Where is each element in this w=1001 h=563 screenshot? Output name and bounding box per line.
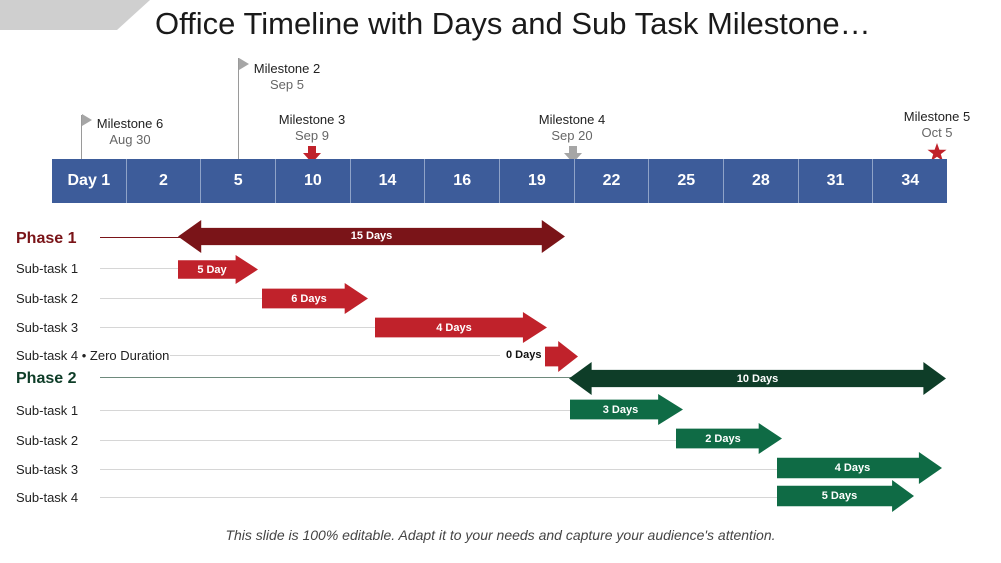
phase-1-connector (100, 237, 182, 238)
day-cell: 22 (575, 159, 650, 203)
phase-1-subtask-3-arrow: 4 Days (375, 312, 547, 343)
milestone-name: Milestone 4 (538, 112, 606, 127)
milestone-name: Milestone 6 (96, 116, 164, 131)
phase-2-duration: 10 Days (736, 372, 779, 385)
milestone-4-down-arrow-icon (564, 146, 582, 163)
phase-2-subtask-2-arrow: 2 Days (676, 423, 782, 454)
phase-2-subtask-4-arrow: 5 Days (777, 480, 914, 512)
phase-1-subtask-4-label: Sub-task 4 • Zero Duration (16, 348, 170, 363)
phase-1-subtask-2-arrow: 6 Days (262, 283, 368, 314)
milestone-5: Milestone 5 Oct 5 (895, 109, 979, 141)
milestone-2-flag-icon (239, 58, 249, 70)
day-cell: 34 (901, 172, 920, 189)
phase-2-subtask-2-label: Sub-task 2 (16, 433, 79, 448)
phase-2-duration-arrow: 10 Days (569, 362, 946, 395)
row-guide (100, 410, 570, 411)
phase-1-subtask-1-arrow: 5 Day (178, 255, 258, 284)
milestone-date: Sep 9 (295, 128, 329, 143)
corner-decoration (0, 0, 150, 30)
phase-2-label: Phase 2 (16, 370, 77, 387)
milestone-6-pole (81, 115, 82, 159)
row-guide (100, 268, 180, 269)
milestone-4: Milestone 4 Sep 20 (532, 112, 612, 144)
phase-1-subtask-2-label: Sub-task 2 (16, 291, 79, 306)
milestone-date: Aug 30 (109, 132, 151, 147)
day-cell: 28 (724, 159, 799, 203)
phase-1-subtask-4-duration: 0 Days (506, 349, 542, 361)
milestone-date: Oct 5 (921, 125, 953, 140)
milestone-2: Milestone 2 Sep 5 (247, 61, 327, 93)
footer-note: This slide is 100% editable. Adapt it to… (225, 527, 776, 543)
milestone-2-pole (238, 58, 239, 159)
milestone-name: Milestone 5 (903, 109, 971, 124)
row-guide (100, 469, 777, 470)
phase-2-subtask-4-label: Sub-task 4 (16, 490, 79, 505)
day-cell: 19 (500, 159, 575, 203)
phase-2-subtask-1-arrow: 3 Days (570, 394, 683, 425)
milestone-date: Sep 20 (551, 128, 593, 143)
slide-title: Office Timeline with Days and Sub Task M… (155, 6, 871, 41)
milestone-6: Milestone 6 Aug 30 (90, 116, 170, 148)
phase-1-duration-arrow: 15 Days (178, 220, 565, 253)
day-cell: 31 (799, 159, 874, 203)
subtask-duration: 4 Days (436, 321, 472, 334)
day-cell: 14 (351, 159, 426, 203)
subtask-duration: 5 Days (821, 490, 858, 502)
day-cell: 5 (201, 159, 277, 203)
row-guide (100, 298, 262, 299)
row-guide (100, 440, 676, 441)
milestone-5-star-icon (927, 143, 947, 161)
phase-1-subtask-3-label: Sub-task 3 (16, 320, 79, 335)
phase-2-subtask-3-arrow: 4 Days (777, 452, 942, 484)
day-scale-bar: Day 1 2 5 10 14 16 19 22 25 28 31 34 (52, 159, 947, 203)
row-guide (170, 355, 500, 356)
subtask-duration: 5 Day (197, 263, 227, 276)
milestone-date: Sep 5 (270, 77, 304, 92)
day-cell: 10 (276, 159, 351, 203)
milestone-3-down-arrow-icon (303, 146, 321, 163)
row-guide (100, 497, 777, 498)
phase-2-connector (100, 377, 572, 378)
phase-1-subtask-1-label: Sub-task 1 (16, 261, 79, 276)
milestone-3: Milestone 3 Sep 9 (272, 112, 352, 144)
row-guide (100, 327, 375, 328)
milestone-name: Milestone 2 (253, 61, 321, 76)
subtask-duration: 3 Days (602, 403, 639, 416)
subtask-duration: 2 Days (705, 432, 741, 445)
day-cell: 2 (127, 159, 202, 203)
subtask-duration: 4 Days (834, 462, 871, 474)
phase-2-subtask-1-label: Sub-task 1 (16, 403, 79, 418)
day-cell: Day 1 (52, 159, 127, 203)
phase-1-label: Phase 1 (16, 230, 77, 247)
milestone-6-flag-icon (82, 114, 92, 126)
phase-2-subtask-3-label: Sub-task 3 (16, 462, 79, 477)
day-cell: 16 (425, 159, 501, 203)
day-cell: 25 (649, 159, 725, 203)
phase-1-duration: 15 Days (350, 229, 393, 242)
milestone-name: Milestone 3 (278, 112, 346, 127)
subtask-duration: 6 Days (291, 292, 327, 305)
phase-1-subtask-4-arrow (545, 341, 578, 372)
